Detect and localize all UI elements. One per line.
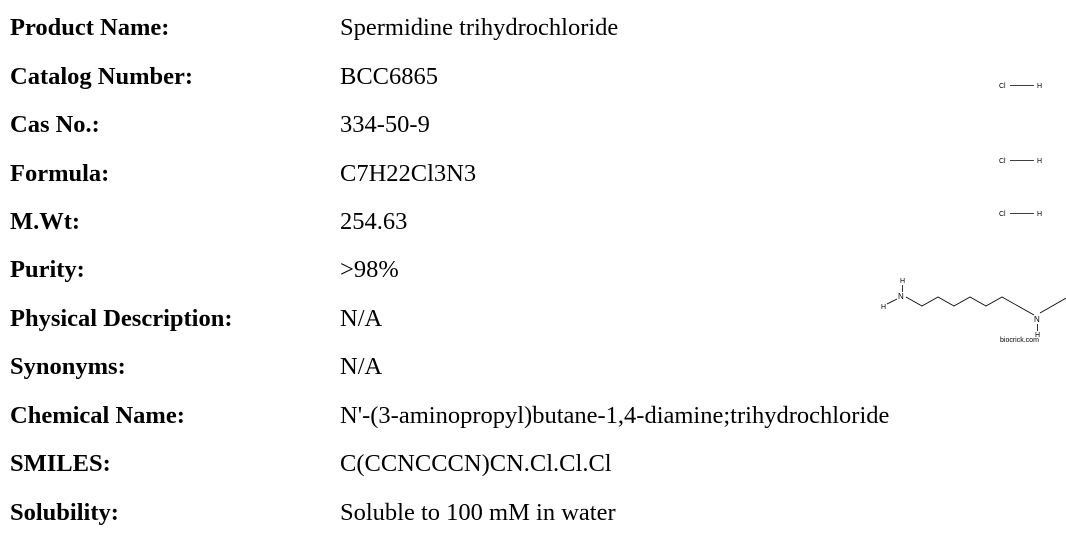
- hcl-molecule-3: Cl H: [999, 211, 1042, 218]
- field-physical-description: Physical Description: N/A: [0, 305, 1066, 345]
- field-product-name: Product Name: Spermidine trihydrochlorid…: [0, 14, 1066, 54]
- solubility-value: Soluble to 100 mM in water: [340, 499, 616, 526]
- spermidine-skeleton: H N H N H biocrick.com: [881, 278, 1066, 344]
- purity-label: Purity:: [10, 256, 85, 283]
- formula-value: C7H22Cl3N3: [340, 160, 477, 187]
- formula-label: Formula:: [10, 160, 110, 187]
- hcl-molecule-2: Cl H: [999, 158, 1042, 165]
- product-name-label: Product Name:: [10, 14, 170, 41]
- chemical-structure-svg: Cl H Cl H Cl H H N H N H biocrick: [881, 83, 1066, 344]
- field-synonyms: Synonyms: N/A: [0, 353, 1066, 393]
- field-chemical-name: Chemical Name: N'-(3-aminopropyl)butane-…: [0, 402, 1066, 442]
- catalog-number-value: BCC6865: [340, 63, 439, 90]
- hcl-2-h-atom: H: [1037, 158, 1042, 165]
- physical-description-value: N/A: [340, 305, 383, 332]
- cas-no-value: 334-50-9: [340, 111, 430, 138]
- secondary-amine-n: N: [1034, 315, 1040, 324]
- field-formula: Formula: C7H22Cl3N3: [0, 160, 1066, 200]
- biocrick-watermark: biocrick.com: [1000, 337, 1039, 344]
- smiles-label: SMILES:: [10, 450, 111, 477]
- molecular-weight-label: M.Wt:: [10, 208, 81, 235]
- chemical-structure-image: Cl H Cl H Cl H H N H N H biocrick: [870, 70, 1066, 360]
- hcl-3-cl-atom: Cl: [999, 211, 1006, 218]
- chemical-name-label: Chemical Name:: [10, 402, 185, 429]
- primary-amine-n: N: [898, 292, 904, 301]
- catalog-number-label: Catalog Number:: [10, 63, 194, 90]
- secondary-amine-h: H: [1035, 332, 1040, 339]
- field-molecular-weight: M.Wt: 254.63: [0, 208, 1066, 248]
- field-smiles: SMILES: C(CCNCCCN)CN.Cl.Cl.Cl: [0, 450, 1066, 490]
- primary-amine-h-left: H: [881, 304, 886, 311]
- field-catalog-number: Catalog Number: BCC6865: [0, 63, 1066, 103]
- hcl-1-h-atom: H: [1037, 83, 1042, 90]
- primary-amine-h-top: H: [900, 278, 905, 285]
- hcl-3-h-atom: H: [1037, 211, 1042, 218]
- nh-bond-left: [886, 298, 898, 305]
- hcl-2-cl-atom: Cl: [999, 158, 1006, 165]
- smiles-value: C(CCNCCCN)CN.Cl.Cl.Cl: [340, 450, 612, 477]
- hcl-1-cl-atom: Cl: [999, 83, 1006, 90]
- chemical-name-value: N'-(3-aminopropyl)butane-1,4-diamine;tri…: [340, 402, 890, 429]
- cas-no-label: Cas No.:: [10, 111, 100, 138]
- field-solubility: Solubility: Soluble to 100 mM in water: [0, 499, 1066, 539]
- product-name-value: Spermidine trihydrochloride: [340, 14, 619, 41]
- synonyms-label: Synonyms:: [10, 353, 126, 380]
- purity-value: >98%: [340, 256, 399, 283]
- physical-description-label: Physical Description:: [10, 305, 233, 332]
- molecular-weight-value: 254.63: [340, 208, 408, 235]
- carbon-chain: [905, 296, 1035, 316]
- hcl-molecule-1: Cl H: [999, 83, 1042, 90]
- methyl-bond: [1039, 297, 1066, 314]
- field-purity: Purity: >98%: [0, 256, 1066, 296]
- field-cas-no: Cas No.: 334-50-9: [0, 111, 1066, 151]
- solubility-label: Solubility:: [10, 499, 119, 526]
- synonyms-value: N/A: [340, 353, 383, 380]
